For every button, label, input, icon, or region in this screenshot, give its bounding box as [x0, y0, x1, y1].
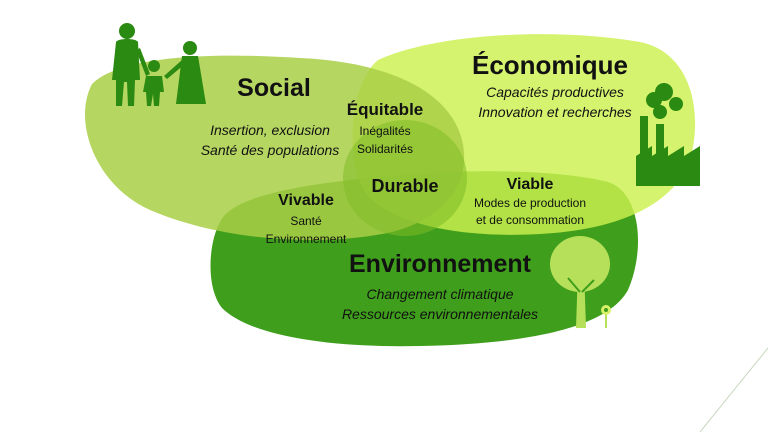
- equitable-title: Équitable: [346, 100, 424, 119]
- flower-icon: [601, 305, 611, 328]
- viable-item-2: et de consommation: [475, 213, 585, 227]
- corner-line: [699, 347, 768, 432]
- economique-item-1: Capacités productives: [486, 84, 624, 100]
- social-title: Social: [237, 74, 311, 102]
- equitable-item-1: Inégalités: [359, 124, 411, 138]
- social-item-2: Santé des populations: [200, 142, 340, 158]
- environnement-title: Environnement: [349, 250, 531, 278]
- equitable-item-2: Solidarités: [356, 142, 414, 156]
- viable-title: Viable: [506, 176, 554, 193]
- vivable-title: Vivable: [278, 192, 334, 209]
- durable-overlap: [343, 120, 467, 236]
- economique-item-2: Innovation et recherches: [478, 104, 632, 120]
- vivable-item-2: Environnement: [265, 232, 347, 246]
- family-icon: [112, 23, 206, 106]
- durable-title: Durable: [371, 176, 439, 196]
- vivable-item-1: Santé: [290, 214, 322, 228]
- viable-item-1: Modes de production: [473, 196, 587, 210]
- tree-icon: [550, 236, 610, 328]
- economique-title: Économique: [471, 50, 628, 80]
- factory-icon: [636, 83, 700, 186]
- social-item-1: Insertion, exclusion: [210, 122, 330, 138]
- environnement-item-2: Ressources environnementales: [341, 306, 539, 322]
- environnement-item-1: Changement climatique: [366, 286, 514, 302]
